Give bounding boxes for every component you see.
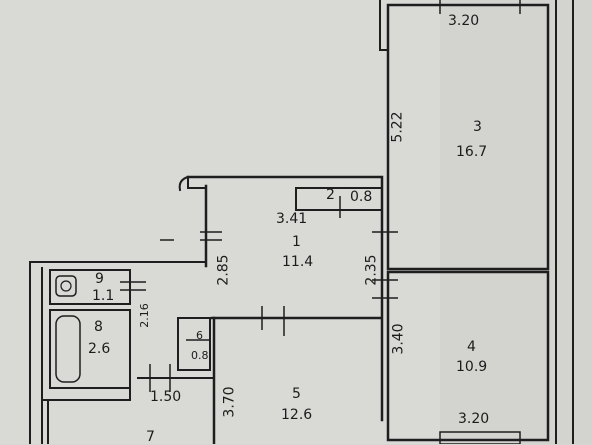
room-3-area: 16.7 (456, 144, 488, 160)
room-1-area: 11.4 (282, 254, 314, 270)
room-7-number: 7 (146, 429, 155, 445)
dim-room5-length: 3.70 (221, 386, 238, 418)
dim-hall-depth: 2.85 (215, 254, 232, 286)
room-4-area: 10.9 (456, 359, 488, 375)
toilet-icon (55, 275, 77, 297)
room-9-number: 9 (95, 271, 104, 287)
dim-room3-length: 5.22 (389, 111, 406, 143)
bathtub-icon (55, 315, 81, 383)
dim-room3-width: 3.20 (448, 13, 480, 29)
room-3-number: 3 (473, 119, 482, 135)
room-9-area: 1.1 (92, 288, 115, 304)
hall-wall (186, 175, 384, 422)
room-2-number: 2 (326, 187, 335, 203)
dim-bath-height: 2.16 (137, 303, 151, 328)
room-5-number: 5 (292, 386, 301, 402)
room-4-number: 4 (467, 339, 476, 355)
room-9-outline (49, 269, 131, 305)
room-8-outline (49, 309, 131, 389)
room-6-outline (177, 317, 211, 371)
room-8-area: 2.6 (88, 341, 111, 357)
room-8-number: 8 (94, 319, 103, 335)
dim-room4-length: 3.40 (390, 323, 407, 355)
room-1-number: 1 (292, 234, 301, 250)
room-2-area: 0.8 (350, 189, 373, 205)
dim-room7-width: 1.50 (150, 389, 182, 405)
room-3-outline (386, 3, 550, 271)
room-4-outline (386, 270, 550, 442)
room-2-outline (295, 187, 383, 211)
room-5-area: 12.6 (281, 407, 313, 423)
room-6-area: 0.8 (191, 349, 209, 362)
dim-hall-right: 2.35 (363, 254, 380, 286)
room-6-number: 6 (196, 329, 203, 342)
dim-hall-width: 3.41 (276, 211, 308, 227)
dim-room4-width: 3.20 (458, 411, 490, 427)
